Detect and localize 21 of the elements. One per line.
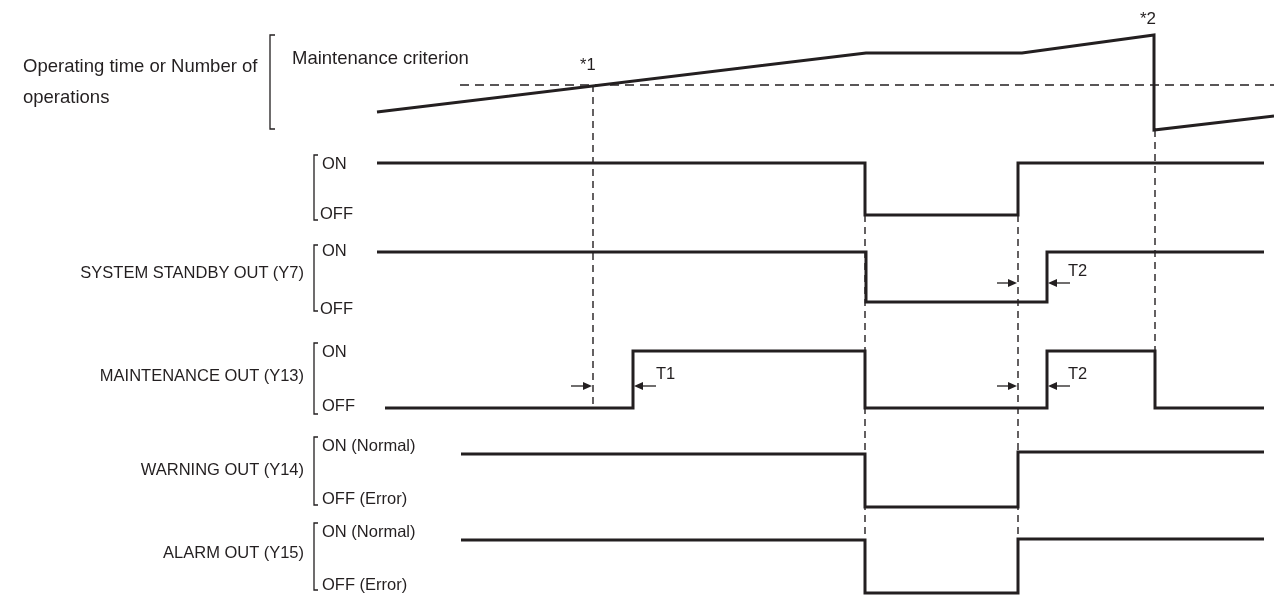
- footnote-mark: *2: [1140, 9, 1157, 29]
- state-label: OFF: [322, 395, 355, 415]
- state-label: OFF: [320, 203, 353, 223]
- signal-name: MAINTENANCE OUT (Y13): [99, 365, 304, 385]
- signal-name: WARNING OUT (Y14): [140, 459, 304, 479]
- signal-name: ALARM OUT (Y15): [163, 542, 304, 562]
- state-label: ON: [322, 153, 347, 173]
- timing-label: T2: [1068, 260, 1088, 280]
- timing-label: T1: [656, 363, 676, 383]
- state-label: ON: [322, 240, 347, 260]
- threshold-label: Maintenance criterion: [292, 47, 469, 69]
- signal-name: SYSTEM STANDBY OUT (Y7): [80, 262, 304, 282]
- footnote-mark: *1: [580, 54, 596, 74]
- state-label: OFF (Error): [322, 574, 408, 594]
- state-label: ON (Normal): [322, 435, 416, 455]
- state-label: OFF: [320, 298, 353, 318]
- axis-label: Operating time or Number of operations: [23, 54, 259, 109]
- state-label: OFF (Error): [322, 488, 408, 508]
- state-label: ON (Normal): [322, 521, 416, 541]
- state-label: ON: [322, 341, 347, 361]
- timing-label: T2: [1068, 363, 1088, 383]
